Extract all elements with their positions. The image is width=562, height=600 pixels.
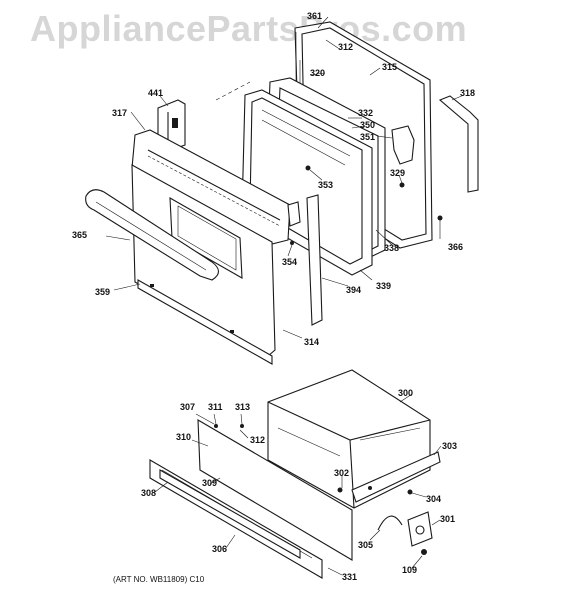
callout-354: 354 — [282, 257, 297, 267]
callout-339: 339 — [376, 281, 391, 291]
leader-lines — [105, 16, 465, 576]
drawer-screw — [407, 489, 413, 495]
door-gasket-strip — [438, 95, 479, 193]
callout-312: 312 — [338, 42, 353, 52]
drawer-handle — [159, 469, 301, 559]
door-handle — [85, 189, 220, 281]
callout-329: 329 — [390, 168, 405, 178]
callout-317: 317 — [112, 108, 127, 118]
callout-301: 301 — [440, 514, 455, 524]
door-bottom-trim — [137, 279, 273, 365]
callout-306: 306 — [212, 544, 227, 554]
callout-394: 394 — [346, 285, 361, 295]
callout-109: 109 — [402, 565, 417, 575]
callout-365: 365 — [72, 230, 87, 240]
art-number: (ART NO. WB11809) C10 — [113, 575, 205, 584]
door-side-channel — [306, 194, 323, 326]
callout-307: 307 — [180, 402, 195, 412]
callout-304: 304 — [426, 494, 441, 504]
callout-353: 353 — [318, 180, 333, 190]
insulation-baffle — [391, 125, 415, 165]
callout-310: 310 — [176, 432, 191, 442]
drawer-roller-bracket — [407, 511, 433, 547]
hinge-bracket — [287, 201, 301, 227]
callout-359: 359 — [95, 287, 110, 297]
callout-labels: 361 312 320 315 441 318 317 332 350 351 … — [72, 11, 475, 582]
nut — [421, 549, 427, 555]
drawer-top-screw — [214, 424, 218, 428]
callout-314: 314 — [304, 337, 319, 347]
callout-366: 366 — [448, 242, 463, 252]
watermark-logo: AppliancePartsPros.com — [30, 8, 468, 49]
callout-315: 315 — [382, 62, 397, 72]
drawer-rail — [351, 451, 441, 503]
drawer-roller-wire — [377, 515, 403, 531]
callout-320: 320 — [310, 68, 325, 78]
callout-313: 313 — [235, 402, 250, 412]
callout-318: 318 — [460, 88, 475, 98]
screws — [290, 165, 443, 245]
callout-300: 300 — [398, 388, 413, 398]
callout-303: 303 — [442, 441, 457, 451]
callout-441: 441 — [148, 88, 163, 98]
callout-332: 332 — [358, 108, 373, 118]
callout-351: 351 — [360, 132, 375, 142]
callout-338: 338 — [384, 243, 399, 253]
rail-screw — [337, 487, 343, 493]
callout-305: 305 — [358, 540, 373, 550]
callout-331: 331 — [342, 572, 357, 582]
callout-361: 361 — [307, 11, 322, 21]
callout-350: 350 — [360, 120, 375, 130]
callout-312-lower: 312 — [250, 435, 265, 445]
callout-309: 309 — [202, 478, 217, 488]
callout-302: 302 — [334, 468, 349, 478]
callout-308: 308 — [141, 488, 156, 498]
callout-311: 311 — [208, 402, 223, 412]
drawer-top-screw-2 — [240, 424, 244, 428]
